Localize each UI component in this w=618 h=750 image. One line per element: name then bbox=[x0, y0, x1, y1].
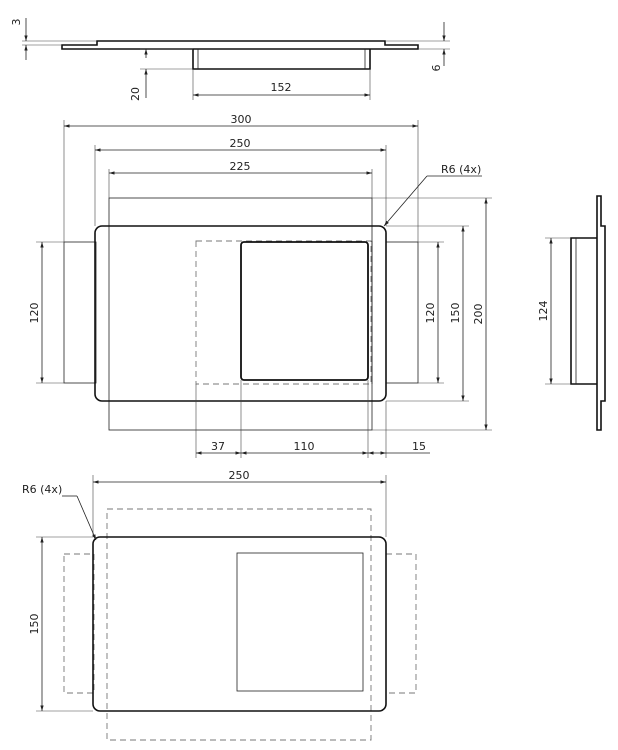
dim-6-label: 6 bbox=[430, 65, 443, 72]
dim-150-bottom-label: 150 bbox=[28, 614, 41, 635]
dim-110-label: 110 bbox=[294, 440, 315, 453]
dim-300-label: 300 bbox=[231, 113, 252, 126]
hidden-wing-right bbox=[385, 553, 417, 694]
dim-15-label: 15 bbox=[412, 440, 426, 453]
window-opening bbox=[240, 241, 369, 381]
rear-flange bbox=[92, 536, 387, 712]
dim-152-label: 152 bbox=[271, 81, 292, 94]
dim-250-bottom-label: 250 bbox=[229, 469, 250, 482]
dim-20-label: 20 bbox=[129, 87, 142, 101]
dim-200-label: 200 bbox=[472, 304, 485, 325]
dim-124-label: 124 bbox=[537, 301, 550, 322]
wing-left bbox=[63, 241, 97, 384]
dim-37-label: 37 bbox=[211, 440, 225, 453]
radius-note: R6 (4x) bbox=[441, 163, 481, 176]
radius-note-bottom: R6 (4x) bbox=[22, 483, 62, 496]
side-flange-profile bbox=[596, 195, 606, 431]
hidden-back-plate bbox=[106, 508, 372, 741]
hidden-wing-left bbox=[63, 553, 95, 694]
hidden-box-outline bbox=[195, 240, 372, 385]
wing-right bbox=[385, 241, 419, 384]
side-box-profile bbox=[570, 237, 597, 385]
dim-120-right-label: 120 bbox=[424, 303, 437, 324]
front-flange bbox=[94, 225, 387, 402]
dim-225-label: 225 bbox=[230, 160, 251, 173]
rear-box bbox=[236, 552, 364, 692]
flange-profile bbox=[61, 40, 419, 50]
dim-250-label: 250 bbox=[230, 137, 251, 150]
front-view: 300 250 225 R6 (4x) 120 120 150 200 bbox=[28, 113, 492, 458]
dim-120-left-label: 120 bbox=[28, 303, 41, 324]
side-view-top: 3 6 20 152 bbox=[10, 18, 450, 101]
side-view-right: 124 bbox=[537, 195, 606, 431]
dim-3-label: 3 bbox=[10, 19, 23, 26]
bottom-view: 250 R6 (4x) 150 bbox=[22, 469, 417, 741]
dim-150-label: 150 bbox=[449, 303, 462, 324]
box-profile bbox=[192, 49, 371, 70]
